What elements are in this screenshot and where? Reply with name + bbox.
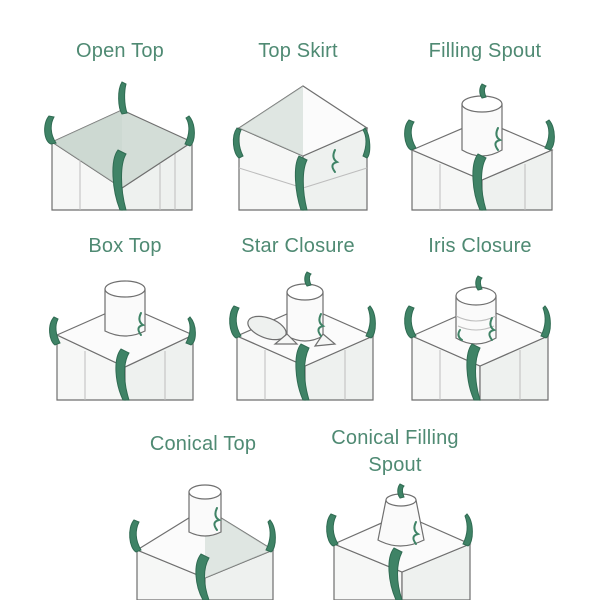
iris-closure-bag-illustration: [404, 275, 551, 401]
label-conical-filling-spout: Conical Filling Spout: [331, 427, 459, 476]
label-box-top: Box Top: [88, 235, 162, 257]
conical-top-bag-illustration: [129, 484, 276, 600]
conical-filling-spout-bag-illustration: [326, 483, 473, 600]
label-star-closure: Star Closure: [241, 235, 355, 257]
star-closure-bag-illustration: [229, 271, 376, 401]
box-top-bag-illustration: [49, 280, 196, 401]
label-conical-top: Conical Top: [149, 433, 257, 455]
filling-spout-bag-illustration: [404, 83, 555, 211]
label-top-skirt: Top Skirt: [258, 40, 338, 62]
top-skirt-bag-illustration: [232, 85, 371, 211]
label-open-top: Open Top: [76, 40, 164, 62]
label-iris-closure: Iris Closure: [428, 235, 532, 257]
open-top-bag-illustration: [44, 81, 195, 211]
label-filling-spout: Filling Spout: [428, 40, 542, 62]
